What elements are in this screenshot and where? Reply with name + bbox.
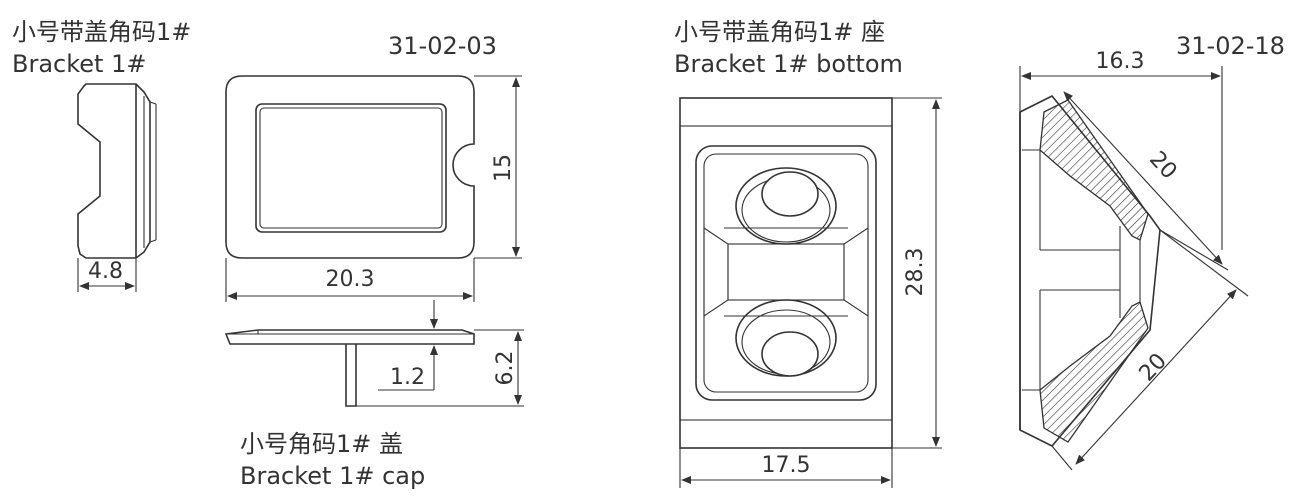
part3-name-cn: 小号带盖角码1# 座: [674, 18, 885, 46]
part2-cap-view: [224, 300, 524, 407]
dim-bottom-height: 28.3: [903, 248, 928, 297]
dim-thickness: 1.2: [390, 365, 425, 390]
dim-cap-height: 6.2: [493, 351, 518, 386]
dim-leg-2: 20: [1135, 349, 1172, 387]
part3-top-view: [679, 97, 942, 488]
part3-name-en: Bracket 1# bottom: [674, 50, 903, 78]
part1-name-en: Bracket 1#: [12, 50, 146, 78]
part2-name-en: Bracket 1# cap: [240, 462, 425, 490]
dim-depth: 4.8: [88, 259, 123, 284]
dim-leg-1: 20: [1144, 147, 1181, 185]
part3-code: 31-02-18: [1176, 32, 1285, 60]
dim-width: 20.3: [326, 267, 375, 292]
part1-name-cn: 小号带盖角码1#: [12, 18, 191, 46]
dim-height: 15: [491, 154, 516, 182]
part3-angled-view: [1019, 66, 1249, 471]
part1-side-view: [77, 83, 157, 292]
part1-code: 31-02-03: [388, 32, 497, 60]
dim-side-width: 16.3: [1096, 49, 1145, 74]
dim-bottom-width: 17.5: [762, 453, 811, 478]
part1-front-view: [225, 75, 522, 302]
part2-name-cn: 小号角码1# 盖: [240, 430, 403, 458]
